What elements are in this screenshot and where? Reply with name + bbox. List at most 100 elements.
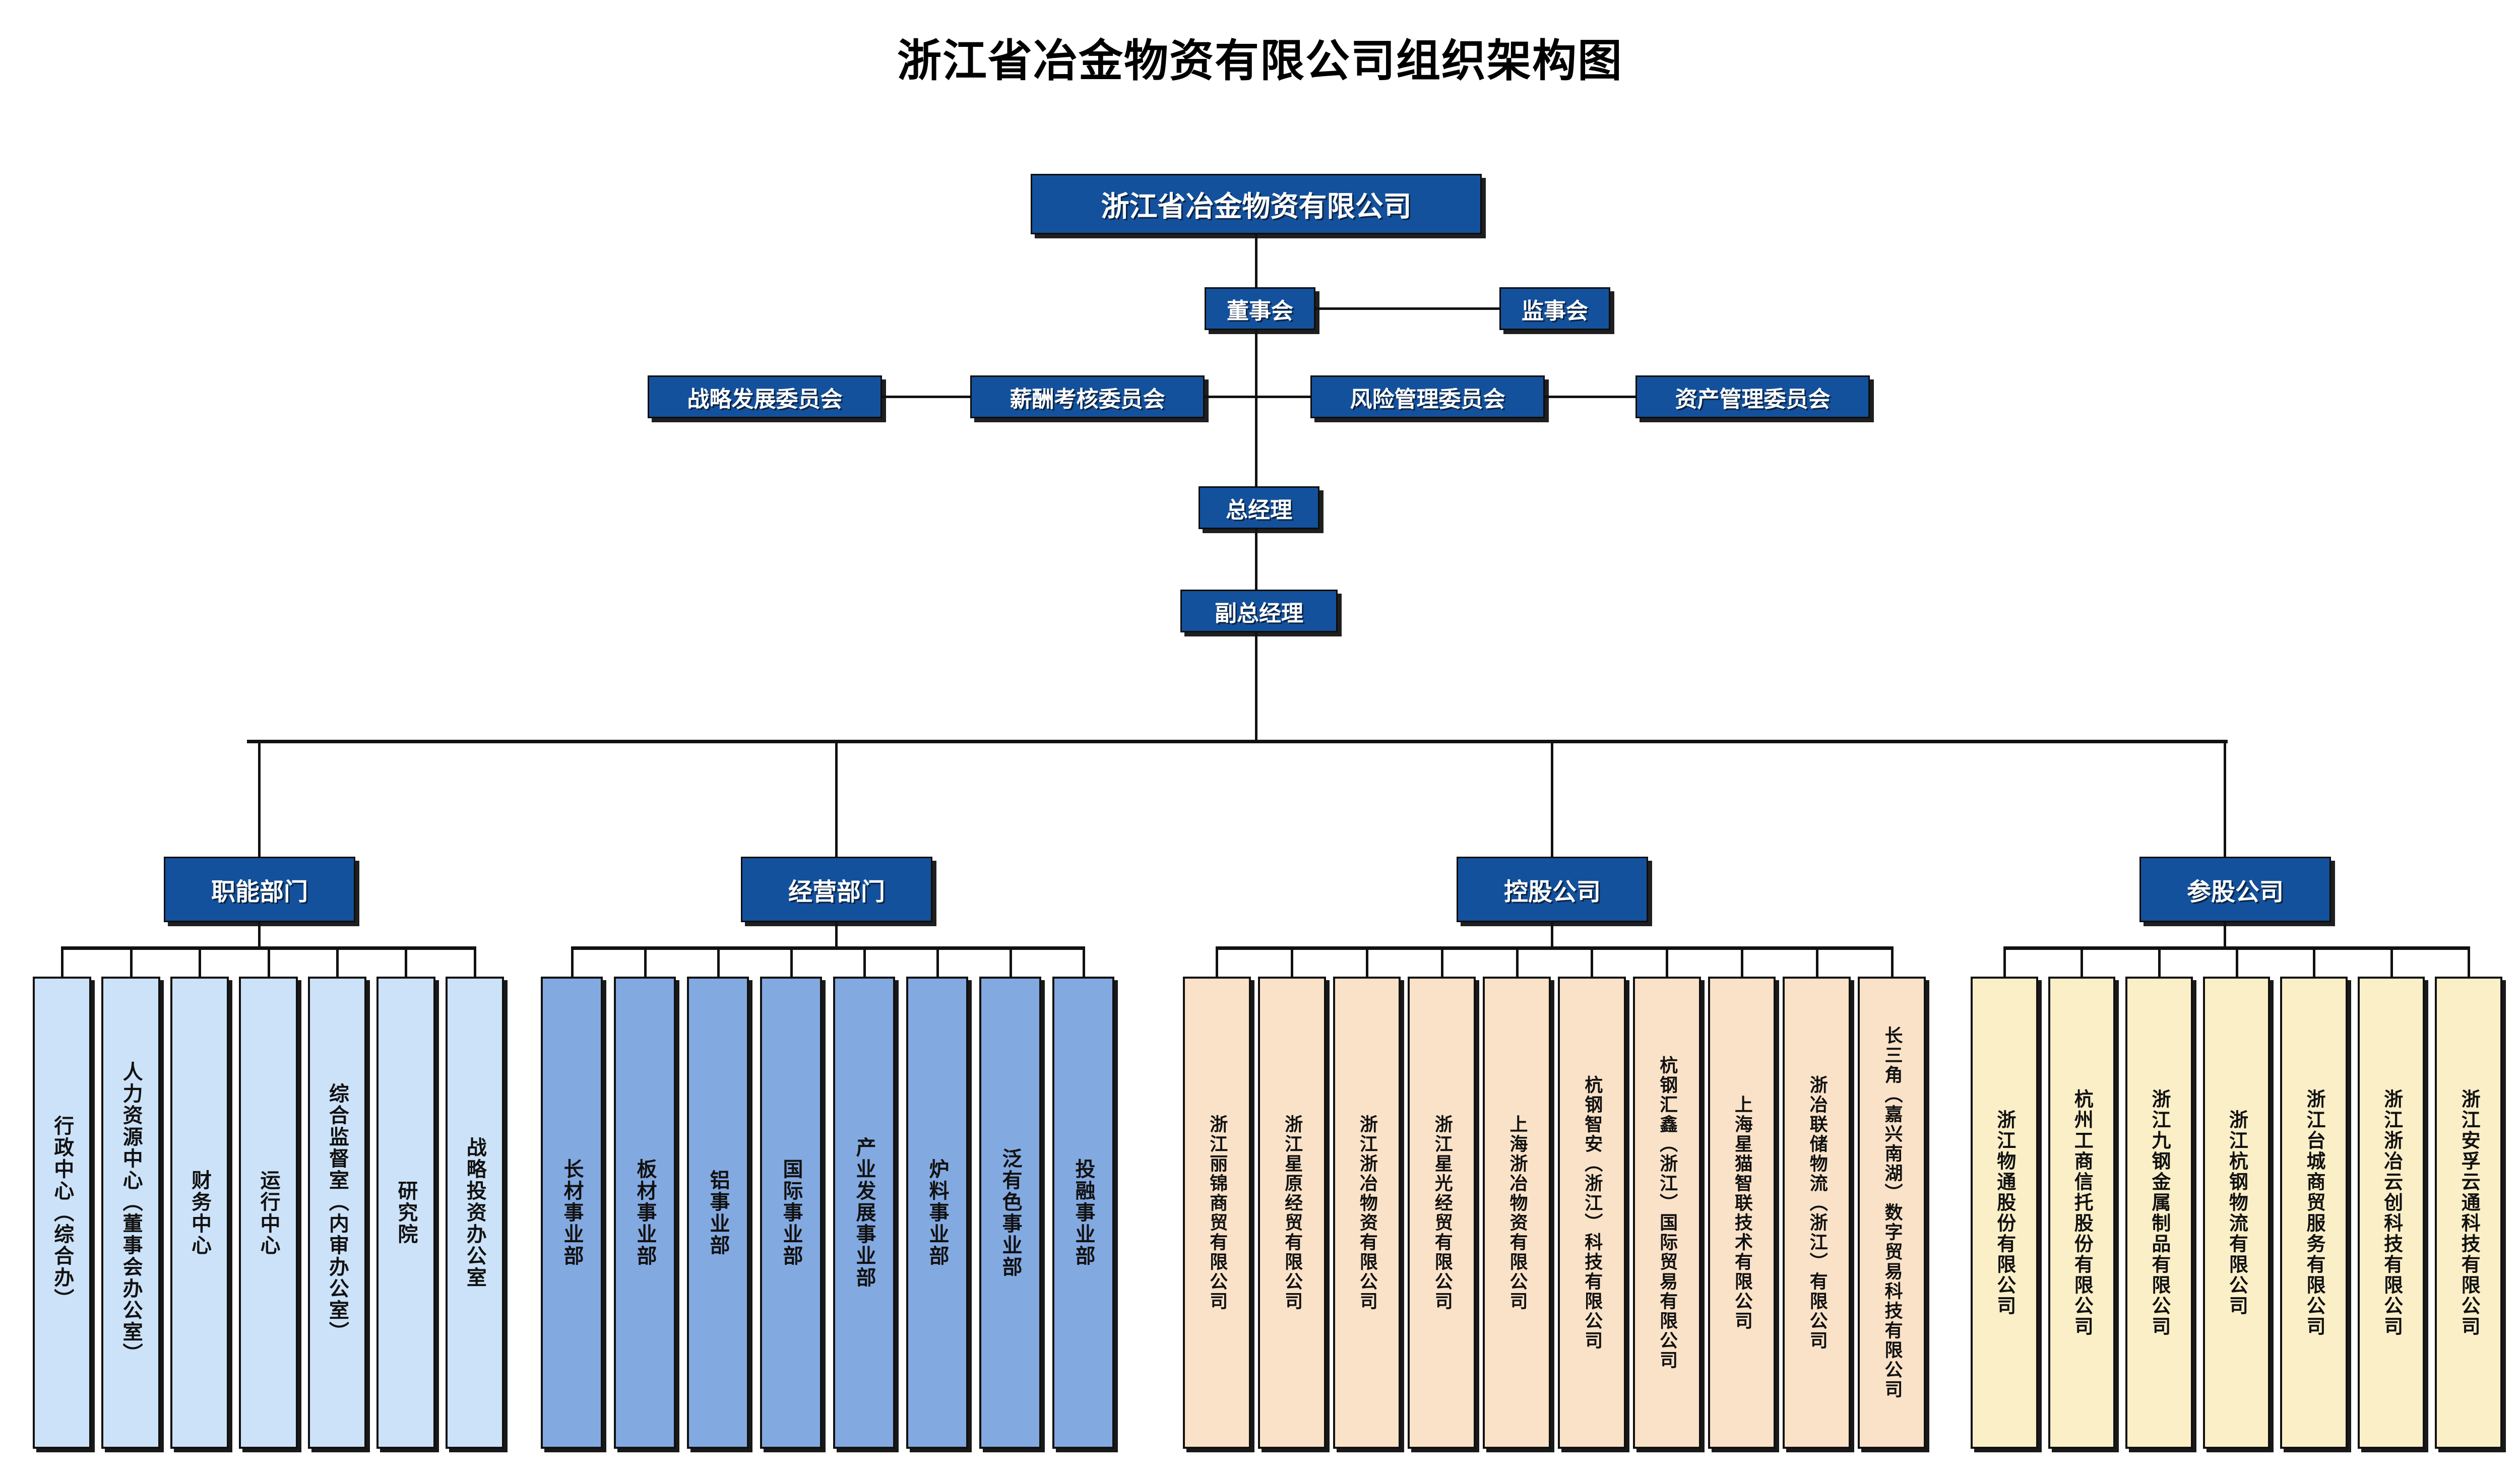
connector-functional-drop-6: [473, 946, 476, 977]
node-committee-compensation[interactable]: 薪酬考核委员会: [970, 375, 1205, 418]
group-header-business[interactable]: 经营部门: [741, 857, 932, 922]
node-root[interactable]: 浙江省冶金物资有限公司: [1031, 174, 1482, 234]
leaf-node-label: 杭钢汇鑫（浙江）国际贸易有限公司: [1657, 1055, 1678, 1370]
connector-deputy-down: [1255, 632, 1257, 741]
node-committee-risk[interactable]: 风险管理委员会: [1310, 375, 1545, 418]
page-title: 浙江省冶金物资有限公司组织架构图: [897, 35, 1623, 87]
leaf-node-label: 浙江浙冶物资有限公司: [1356, 1114, 1377, 1311]
leaf-node-holding-1[interactable]: 浙江星原经贸有限公司: [1257, 977, 1326, 1449]
group-header-participating[interactable]: 参股公司: [2139, 857, 2331, 922]
leaf-node-participating-4[interactable]: 浙江台城商贸服务有限公司: [2280, 977, 2348, 1449]
connector-participating-drop-3: [2235, 946, 2238, 977]
leaf-node-holding-3[interactable]: 浙江星光经贸有限公司: [1408, 977, 1476, 1449]
leaf-node-participating-0[interactable]: 浙江物通股份有限公司: [1971, 977, 2038, 1449]
group-header-functional[interactable]: 职能部门: [164, 857, 355, 922]
connector-participating-drop-2: [2158, 946, 2161, 977]
node-committee-asset-label: 资产管理委员会: [1675, 386, 1831, 412]
node-general-manager[interactable]: 总经理: [1199, 486, 1319, 529]
connector-business-drop-0: [571, 946, 574, 977]
leaf-node-participating-6[interactable]: 浙江安孚云通科技有限公司: [2435, 977, 2502, 1449]
node-general-manager-label: 总经理: [1226, 497, 1292, 523]
leaf-node-holding-7[interactable]: 上海星猫智联技术有限公司: [1708, 977, 1776, 1449]
leaf-node-label: 铝事业部: [706, 1169, 730, 1256]
node-root-label: 浙江省冶金物资有限公司: [1101, 190, 1412, 223]
connector-business-drop-3: [790, 946, 793, 977]
connector-holding-drop-2: [1366, 946, 1368, 977]
leaf-node-holding-4[interactable]: 上海浙冶物资有限公司: [1483, 977, 1551, 1449]
connector-participating-spine: [2224, 922, 2226, 947]
leaf-node-business-7[interactable]: 投融事业部: [1052, 977, 1114, 1449]
connector-functional-spine: [258, 922, 261, 947]
leaf-node-participating-3[interactable]: 浙江杭钢物流有限公司: [2202, 977, 2271, 1449]
connector-committee-bar-right: [1545, 396, 1635, 398]
leaf-node-label: 浙江浙冶云创科技有限公司: [2380, 1088, 2403, 1337]
leaf-node-label: 杭钢智安（浙江）科技有限公司: [1582, 1075, 1603, 1351]
leaf-node-holding-6[interactable]: 杭钢汇鑫（浙江）国际贸易有限公司: [1632, 977, 1701, 1449]
leaf-node-functional-5[interactable]: 研究院: [376, 977, 435, 1449]
leaf-node-label: 运行中心: [257, 1169, 280, 1256]
leaf-node-label: 浙江星光经贸有限公司: [1431, 1114, 1453, 1311]
group-header-participating-label: 参股公司: [2186, 878, 2284, 906]
connector-holding-drop-8: [1815, 946, 1818, 977]
leaf-node-functional-4[interactable]: 综合监督室（内审办公室）: [307, 977, 367, 1449]
leaf-node-business-6[interactable]: 泛有色事业部: [979, 977, 1041, 1449]
leaf-node-business-1[interactable]: 板材事业部: [614, 977, 676, 1449]
connector-functional-drop-5: [405, 946, 408, 977]
connector-drop-participating: [2224, 740, 2226, 857]
leaf-node-holding-5[interactable]: 杭钢智安（浙江）科技有限公司: [1558, 977, 1626, 1449]
connector-committee-bar-left: [882, 396, 970, 398]
leaf-node-functional-3[interactable]: 运行中心: [239, 977, 298, 1449]
leaf-node-holding-9[interactable]: 长三角（嘉兴南湖）数字贸易科技有限公司: [1858, 977, 1926, 1449]
node-committee-compensation-label: 薪酬考核委员会: [1010, 386, 1165, 412]
leaf-node-label: 产业发展事业部: [852, 1137, 876, 1289]
leaf-node-holding-8[interactable]: 浙冶联储物流（浙江）有限公司: [1783, 977, 1851, 1449]
node-committee-strategy-label: 战略发展委员会: [687, 386, 843, 412]
node-supervisors[interactable]: 监事会: [1499, 287, 1610, 330]
leaf-node-holding-0[interactable]: 浙江丽锦商贸有限公司: [1183, 977, 1251, 1449]
leaf-node-label: 杭州工商信托股份有限公司: [2071, 1088, 2094, 1337]
leaf-node-functional-2[interactable]: 财务中心: [170, 977, 229, 1449]
leaf-node-label: 浙江星原经贸有限公司: [1282, 1114, 1303, 1311]
leaf-node-label: 投融事业部: [1072, 1159, 1095, 1267]
leaf-node-label: 研究院: [394, 1180, 418, 1245]
leaf-node-participating-1[interactable]: 杭州工商信托股份有限公司: [2048, 977, 2116, 1449]
leaf-node-participating-2[interactable]: 浙江九钢金属制品有限公司: [2125, 977, 2193, 1449]
node-supervisors-label: 监事会: [1522, 298, 1588, 324]
node-deputy-general-manager[interactable]: 副总经理: [1180, 590, 1338, 632]
connector-functional-drop-2: [199, 946, 202, 977]
connector-holding-spine: [1551, 922, 1553, 947]
leaf-node-functional-6[interactable]: 战略投资办公室: [445, 977, 504, 1449]
node-committee-strategy[interactable]: 战略发展委员会: [648, 375, 882, 418]
leaf-node-participating-5[interactable]: 浙江浙冶云创科技有限公司: [2357, 977, 2425, 1449]
connector-business-spine: [835, 922, 838, 947]
leaf-node-label: 上海浙冶物资有限公司: [1506, 1114, 1528, 1311]
leaf-node-label: 浙江九钢金属制品有限公司: [2148, 1088, 2171, 1337]
node-board[interactable]: 董事会: [1205, 287, 1315, 330]
leaf-node-label: 浙冶联储物流（浙江）有限公司: [1806, 1075, 1828, 1351]
connector-holding-drop-1: [1291, 946, 1294, 977]
node-committee-asset[interactable]: 资产管理委员会: [1635, 375, 1870, 418]
leaf-node-business-5[interactable]: 炉料事业部: [906, 977, 968, 1449]
leaf-node-label: 长三角（嘉兴南湖）数字贸易科技有限公司: [1881, 1026, 1903, 1399]
leaf-node-functional-0[interactable]: 行政中心（综合办）: [33, 977, 92, 1449]
connector-holding-drop-3: [1440, 946, 1443, 977]
leaf-node-business-2[interactable]: 铝事业部: [687, 977, 749, 1449]
leaf-node-functional-1[interactable]: 人力资源中心（董事会办公室）: [101, 977, 160, 1449]
connector-board-spine: [1255, 330, 1257, 397]
leaf-node-label: 板材事业部: [633, 1159, 657, 1267]
leaf-node-business-3[interactable]: 国际事业部: [760, 977, 822, 1449]
connector-holding-drop-9: [1891, 946, 1894, 977]
leaf-node-business-0[interactable]: 长材事业部: [541, 977, 603, 1449]
connector-functional-drop-4: [336, 946, 339, 977]
group-header-holding[interactable]: 控股公司: [1457, 857, 1648, 922]
connector-drop-functional: [258, 740, 261, 857]
leaf-node-label: 长材事业部: [560, 1159, 584, 1267]
leaf-node-label: 人力资源中心（董事会办公室）: [119, 1061, 143, 1365]
group-header-holding-label: 控股公司: [1503, 878, 1601, 906]
group-header-functional-label: 职能部门: [211, 878, 308, 906]
connector-functional-drop-0: [61, 946, 64, 977]
leaf-node-holding-2[interactable]: 浙江浙冶物资有限公司: [1333, 977, 1401, 1449]
connector-drop-business: [835, 740, 838, 857]
leaf-node-business-4[interactable]: 产业发展事业部: [833, 977, 895, 1449]
